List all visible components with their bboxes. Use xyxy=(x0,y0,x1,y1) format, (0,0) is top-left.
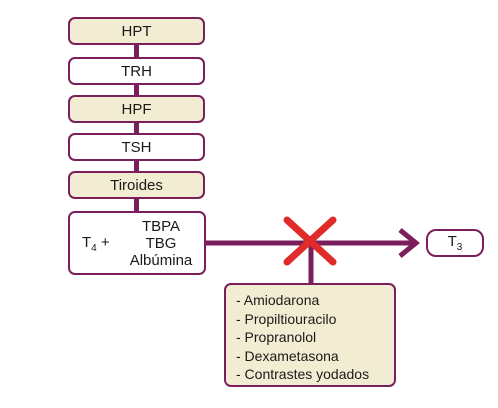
box-hpt: HPT xyxy=(68,17,205,45)
box-tiroides: Tiroides xyxy=(68,171,205,199)
box-tsh-label: TSH xyxy=(121,138,152,156)
t3-label: T3 xyxy=(448,233,463,253)
t4-label: T4 + xyxy=(82,234,110,254)
box-tsh: TSH xyxy=(68,133,205,161)
t4-plus: + xyxy=(96,234,110,251)
block-cross-icon xyxy=(283,216,337,266)
drug-contrastes-yodados: - Contrastes yodados xyxy=(236,366,370,382)
box-hpf: HPF xyxy=(68,95,205,123)
box-hpt-label: HPT xyxy=(121,22,152,40)
conversion-arrow-head xyxy=(398,228,420,258)
box-hpf-label: HPF xyxy=(121,100,152,118)
t4-main: T xyxy=(82,234,92,251)
box-transport-proteins: T4 + TBPA TBG Albúmina xyxy=(68,211,206,275)
protein-tbg: TBG xyxy=(145,235,177,252)
drug-propiltiouracilo: - Propiltiouracilo xyxy=(236,310,337,327)
t3-main: T xyxy=(447,233,457,250)
t4-sub: 4 xyxy=(91,243,97,254)
box-trh-label: TRH xyxy=(121,62,152,80)
drug-amiodarona: - Amiodarona xyxy=(236,292,320,308)
connector-hpf-tsh xyxy=(134,123,139,133)
box-t3: T3 xyxy=(426,229,484,257)
box-trh: TRH xyxy=(68,57,205,85)
protein-tbpa: TBPA xyxy=(141,218,181,235)
box-inhibitor-drugs: - Amiodarona - Propiltiouracilo - Propra… xyxy=(224,283,396,387)
connector-trh-hpf xyxy=(134,85,139,95)
box-tiroides-label: Tiroides xyxy=(110,176,163,194)
connector-hpt-trh xyxy=(134,45,139,57)
connector-tsh-tiroides xyxy=(134,161,139,171)
protein-albumina: Albúmina xyxy=(129,252,193,269)
drug-dexametasona: - Dexametasona xyxy=(236,347,339,364)
t3-sub: 3 xyxy=(456,242,463,253)
drug-propranolol: - Propranolol xyxy=(236,329,317,345)
protein-list: TBPA TBG Albúmina xyxy=(124,218,198,269)
connector-tiroides-transport xyxy=(134,199,139,211)
